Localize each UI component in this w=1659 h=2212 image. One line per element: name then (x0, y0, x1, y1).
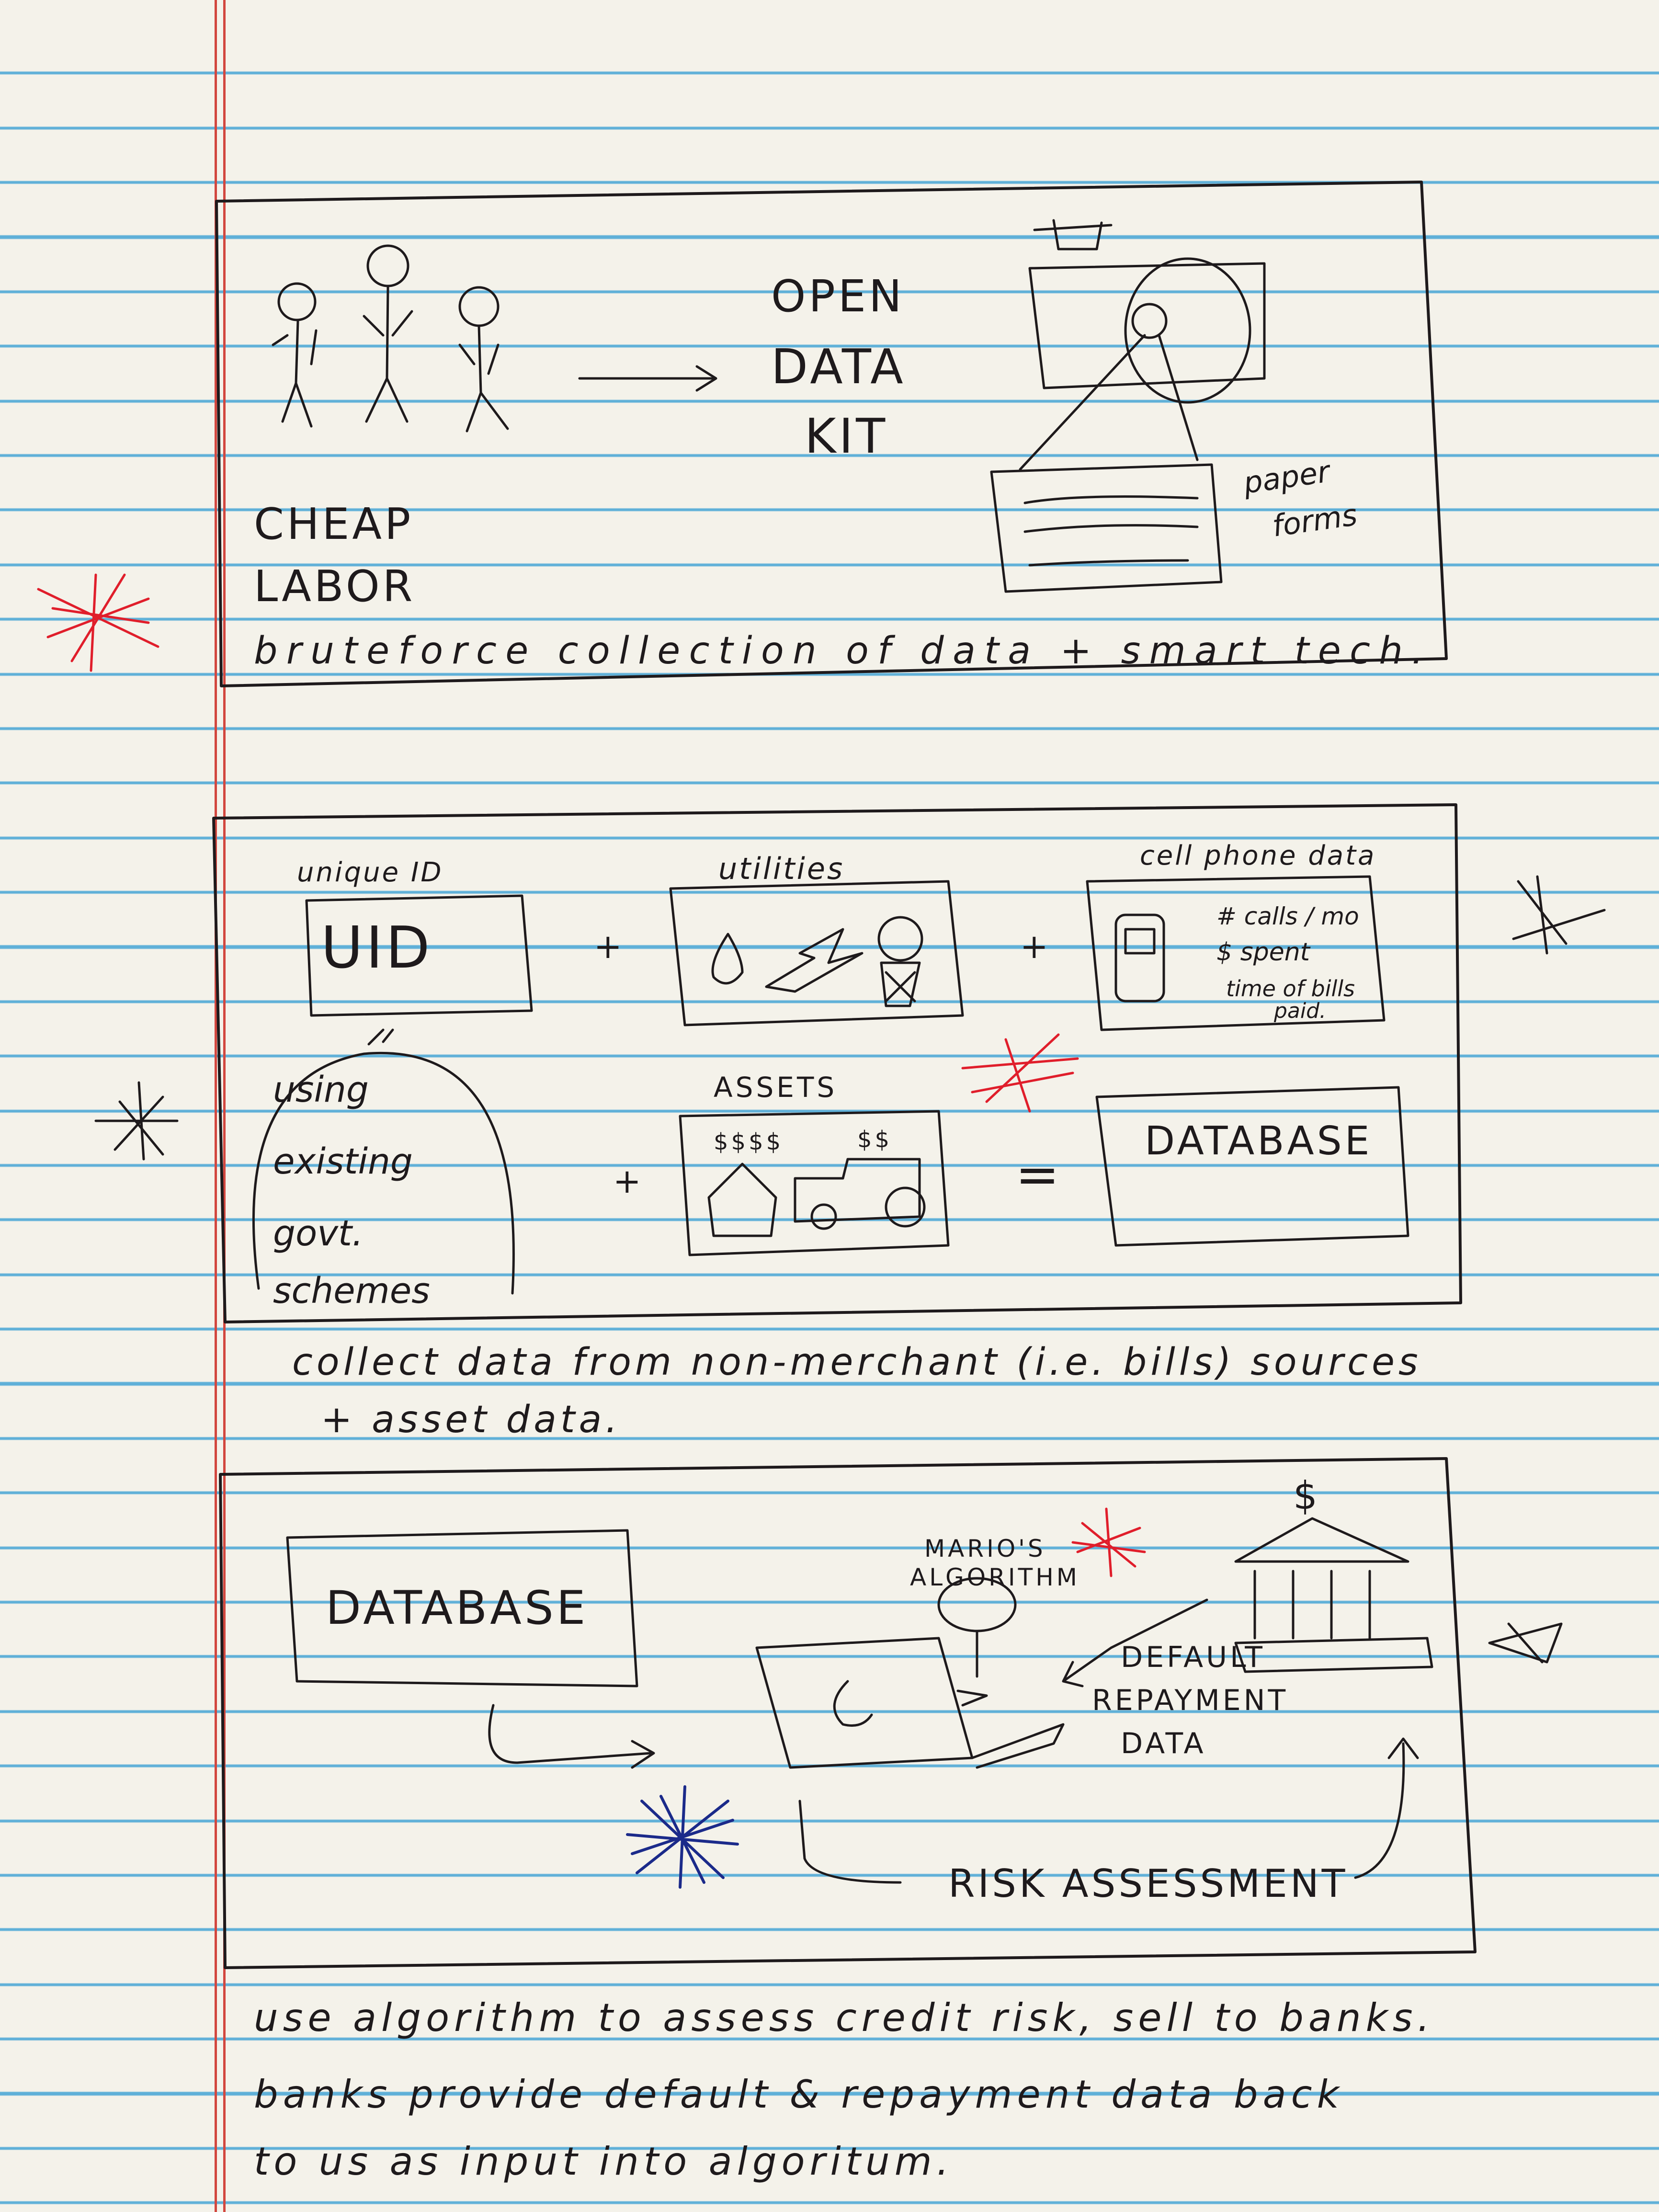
assets-box (679, 1110, 950, 1256)
star-doodle-icon (1512, 875, 1606, 955)
operator-equals: = (1015, 1144, 1062, 1205)
bottom-caption-2: banks provide default & repayment data b… (254, 2072, 1344, 2117)
database-text: DATABASE (326, 1581, 588, 1635)
label-cheap: CHEAP (254, 499, 413, 549)
assets-money-2: $$ (857, 1126, 892, 1153)
curved-arrow-icon (488, 1704, 655, 1769)
bank-dollar-sign: $ (1293, 1473, 1320, 1518)
uid-text: UID (321, 915, 433, 981)
algorithm-line-2: ALGORITHM (910, 1563, 1080, 1591)
water-drop-icon (711, 933, 744, 985)
panel2-caption-1: collect data from non-merchant (i.e. bil… (292, 1341, 1422, 1384)
risk-text: RISK ASSESSMENT (948, 1861, 1348, 1906)
risk-line-left (798, 1800, 902, 1884)
red-star-icon (1071, 1507, 1146, 1577)
panel1-frame (215, 181, 1448, 687)
phone-line-2: $ spent (1216, 938, 1311, 967)
cell-phone-icon (1114, 913, 1165, 1003)
phone-box (1086, 875, 1386, 1031)
gas-tank-icon (877, 916, 923, 1007)
car-icon (794, 1158, 926, 1230)
panel2-caption-2: + asset data. (321, 1398, 621, 1441)
default-line-3: DATA (1121, 1727, 1206, 1760)
star-doodle-icon (94, 1081, 179, 1161)
utilities-header: utilities (718, 851, 844, 886)
label-paper: paper (1241, 454, 1333, 501)
risk-arrow-icon (1354, 1737, 1419, 1879)
schemes-line-2: existing (273, 1141, 413, 1182)
phone-line-4: paid. (1273, 999, 1326, 1023)
schemes-line-3: govt. (273, 1213, 364, 1254)
panel3-frame (219, 1457, 1477, 1969)
schemes-line-4: schemes (273, 1270, 430, 1311)
bank-icon: $ (1234, 1473, 1433, 1673)
title-line-3: KIT (805, 408, 888, 464)
operator-plus-2: + (1020, 927, 1051, 966)
uid-header: unique ID (297, 857, 443, 888)
red-star-icon (961, 1033, 1079, 1113)
panel2-frame (212, 803, 1462, 1323)
house-icon (707, 1163, 777, 1237)
star-doodle-icon (1488, 1622, 1563, 1664)
phone-header: cell phone data (1140, 840, 1376, 871)
blue-star-icon (626, 1785, 739, 1889)
camera-icon (1019, 219, 1266, 471)
title-line-1: OPEN (771, 271, 905, 322)
phone-line-3: time of bills (1226, 976, 1355, 1002)
database-box (286, 1529, 638, 1688)
operator-plus-3: + (613, 1162, 644, 1201)
label-labor: LABOR (254, 561, 415, 612)
arrow-icon (578, 365, 717, 392)
red-star-icon (37, 573, 159, 672)
uid-box (305, 894, 533, 1017)
label-forms: forms (1270, 497, 1359, 544)
panel1-caption: bruteforce collection of data + smart te… (254, 629, 1427, 673)
schemes-arc (252, 1028, 515, 1295)
database-box (1095, 1086, 1409, 1247)
paper-forms-icon (990, 463, 1223, 593)
title-line-2: DATA (771, 339, 906, 395)
panel-risk-assessment: DATABASE MARIO'S ALGORITHM $ DEFAULT REP… (219, 1457, 1477, 1969)
database-text: DATABASE (1145, 1118, 1372, 1164)
bottom-caption-3: to us as input into algoritum. (254, 2139, 954, 2184)
margin-line-left (215, 0, 217, 2212)
default-line-2: REPAYMENT (1092, 1684, 1288, 1717)
utilities-box (669, 880, 964, 1026)
operator-plus-1: + (594, 927, 625, 966)
panel-open-data-kit: OPEN DATA KIT CHEAP LABOR paper forms br… (215, 181, 1448, 687)
body-icon (956, 1630, 988, 1707)
algorithm-line-1: MARIO'S (924, 1535, 1046, 1562)
panel-data-sources: unique ID UID + utilities + cell phone d… (212, 803, 1462, 1323)
schemes-line-1: using (273, 1069, 369, 1110)
laptop-icon (755, 1637, 1065, 1769)
lightning-icon (765, 928, 864, 993)
assets-header: ASSETS (714, 1071, 837, 1104)
assets-money-1: $$$$ (714, 1129, 784, 1155)
margin-line-right (223, 0, 226, 2212)
stick-figures-icon (272, 244, 509, 433)
default-line-1: DEFAULT (1121, 1641, 1265, 1674)
bottom-caption-1: use algorithm to assess credit risk, sel… (254, 1995, 1434, 2040)
phone-line-1: # calls / mo (1216, 902, 1359, 930)
bank-arrow-icon (1062, 1598, 1208, 1688)
